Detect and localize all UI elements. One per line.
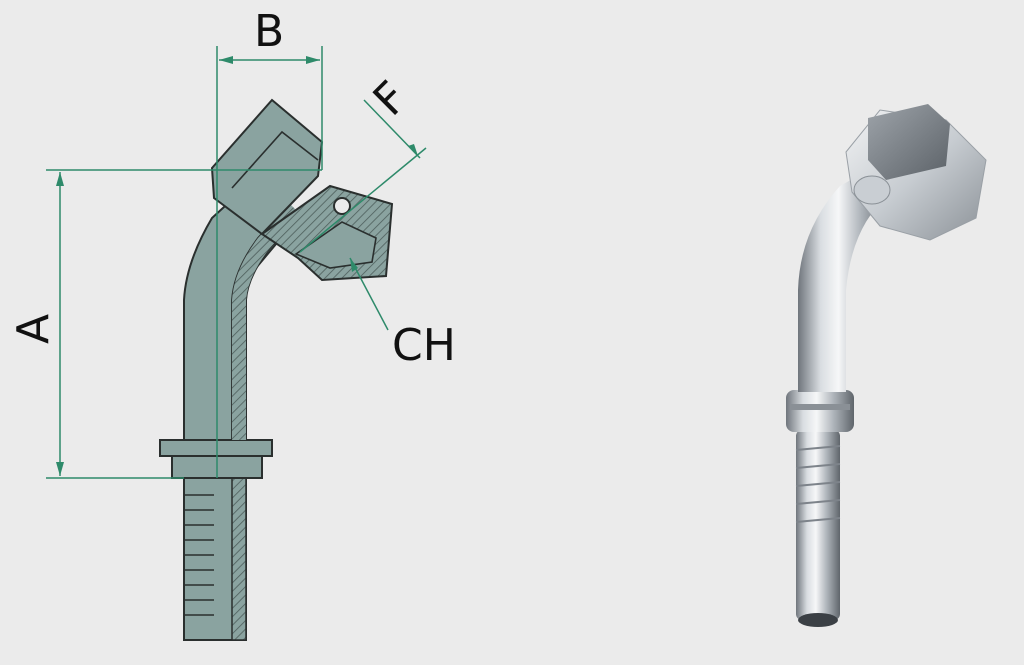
hose-tail <box>183 477 247 641</box>
dimension-lines <box>46 46 427 479</box>
dimension-label-ch: CH <box>392 320 456 371</box>
product-photo <box>786 104 987 627</box>
swivel-section <box>260 184 394 282</box>
collar <box>159 439 273 479</box>
dimension-label-a: A <box>8 314 59 344</box>
technical-drawing: B A F CH <box>8 6 456 641</box>
dimension-label-b: B <box>254 6 284 57</box>
dimension-label-f: F <box>364 72 418 126</box>
